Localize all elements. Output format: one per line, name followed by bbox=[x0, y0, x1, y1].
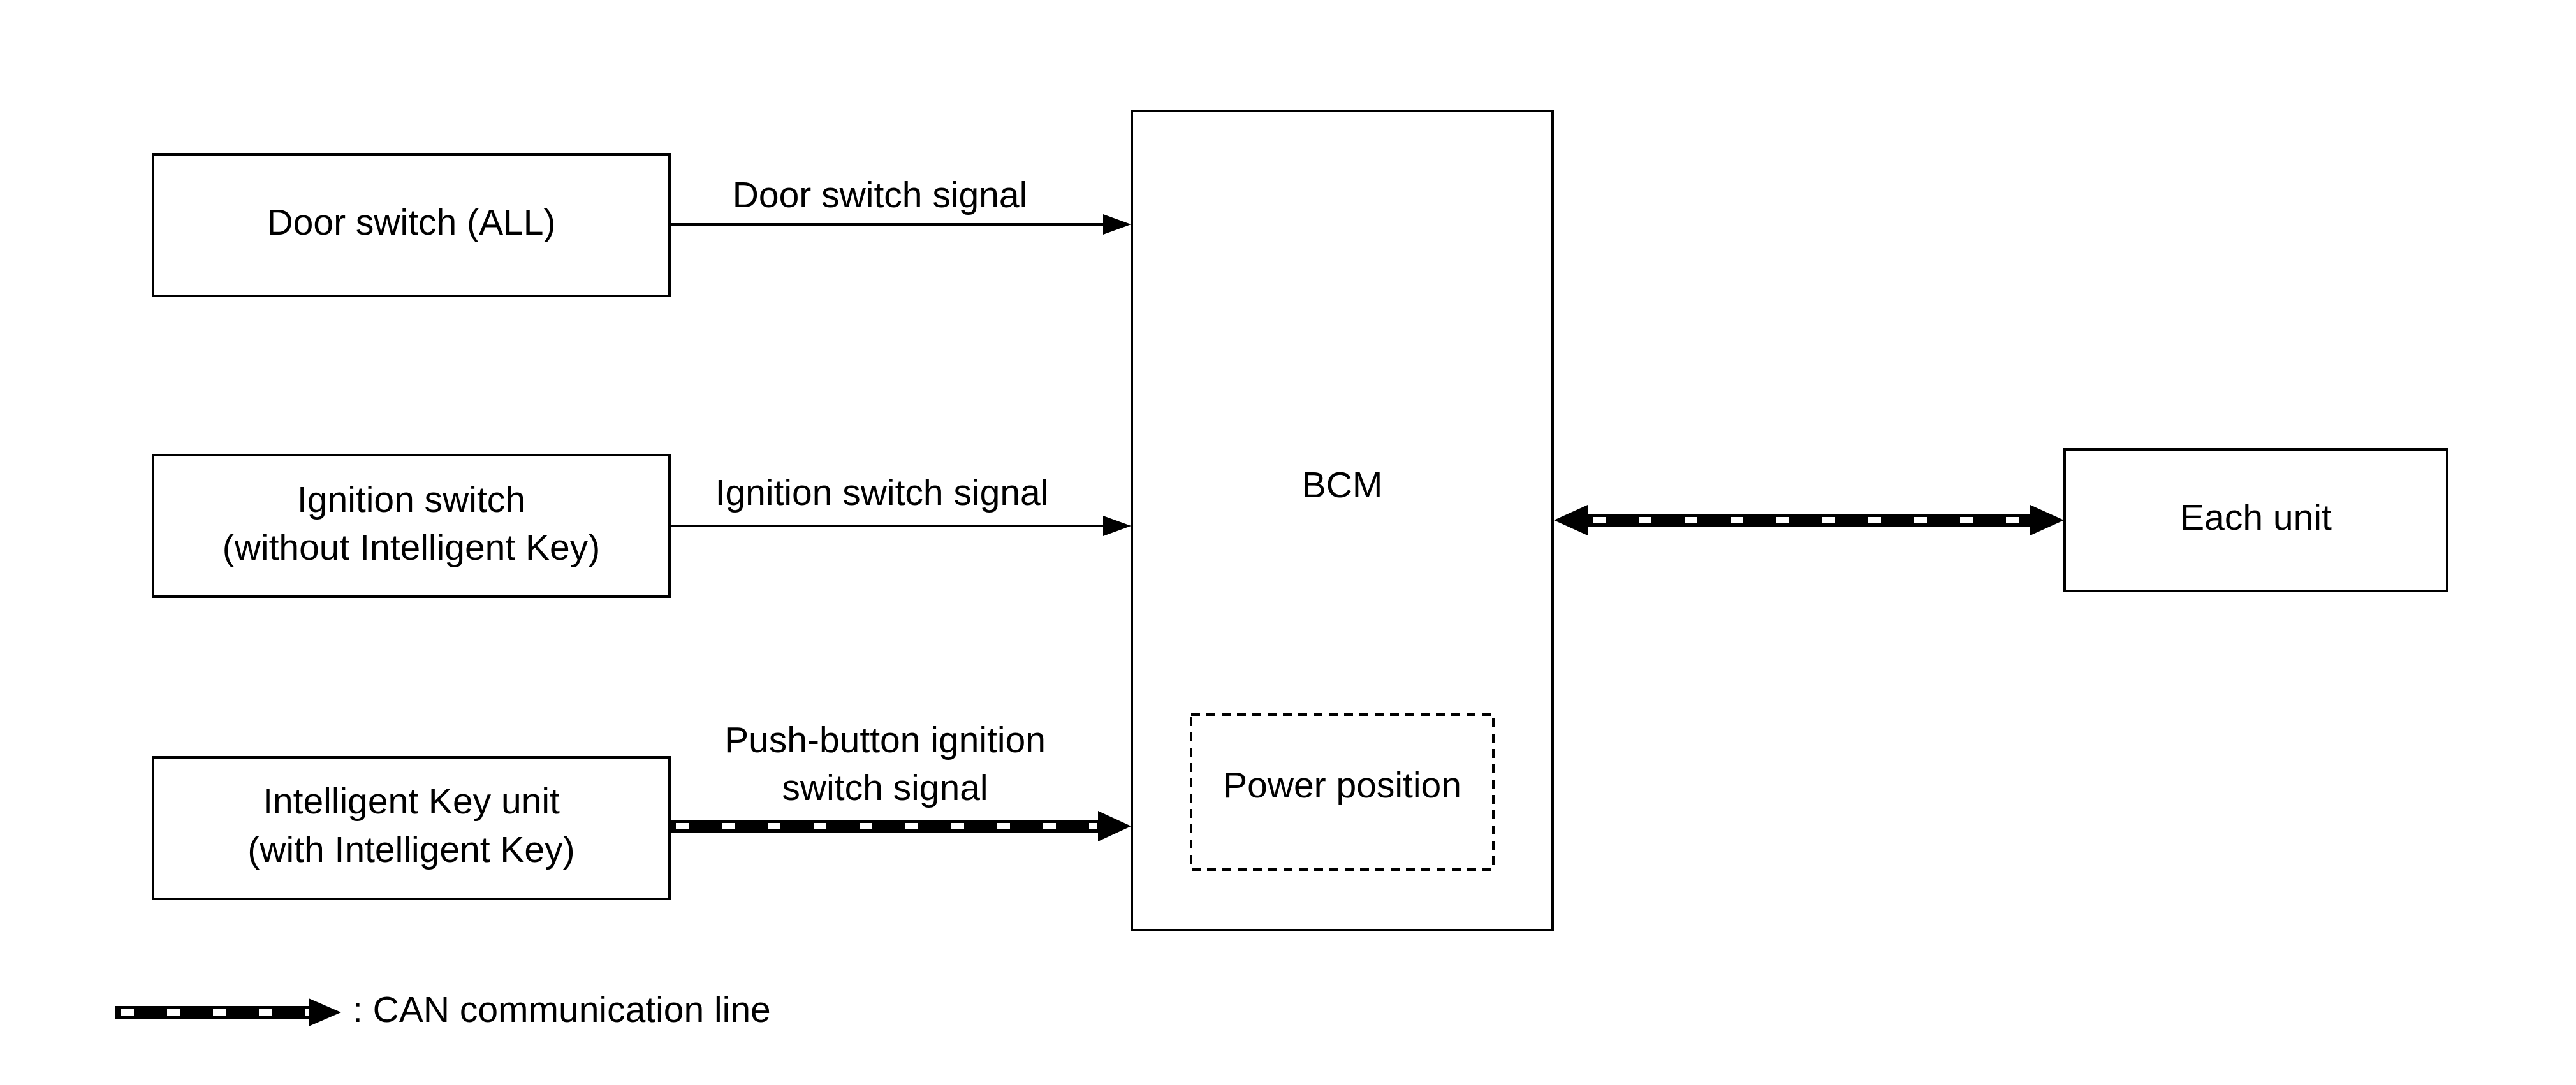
push-button-signal-label-line2: switch signal bbox=[782, 768, 988, 808]
ignition-switch-signal-arrowhead bbox=[1103, 516, 1131, 536]
push-button-signal-arrowhead bbox=[1098, 811, 1131, 841]
ignition-switch-label-line2: (without Intelligent Key) bbox=[223, 527, 600, 568]
legend-arrowhead bbox=[309, 998, 341, 1026]
door-switch-label: Door switch (ALL) bbox=[267, 202, 556, 243]
intelligent-key-unit-label-line2: (with Intelligent Key) bbox=[247, 829, 574, 870]
door-switch-signal-edge: Door switch signal bbox=[670, 175, 1131, 235]
bcm-label: BCM bbox=[1302, 465, 1383, 506]
push-button-signal-edge: Push-button ignition switch signal bbox=[670, 720, 1131, 841]
each-unit-box bbox=[2063, 448, 2448, 592]
ignition-switch-label-line1: Ignition switch bbox=[297, 479, 525, 520]
push-button-signal-label-line1: Push-button ignition bbox=[724, 720, 1046, 761]
intelligent-key-unit-node: Intelligent Key unit (with Intelligent K… bbox=[152, 756, 671, 900]
ignition-switch-box bbox=[152, 454, 671, 598]
legend-can-label: : CAN communication line bbox=[353, 989, 771, 1030]
door-switch-box bbox=[152, 153, 671, 297]
door-switch-node: Door switch (ALL) bbox=[152, 153, 671, 297]
intelligent-key-unit-label-line1: Intelligent Key unit bbox=[263, 781, 560, 822]
power-position-label: Power position bbox=[1223, 765, 1461, 806]
ignition-switch-signal-label: Ignition switch signal bbox=[715, 472, 1049, 513]
bcm-side-arrowhead bbox=[1554, 505, 1588, 535]
door-switch-signal-label: Door switch signal bbox=[733, 175, 1028, 215]
ignition-switch-node: Ignition switch (without Intelligent Key… bbox=[152, 454, 671, 598]
legend: : CAN communication line bbox=[115, 989, 771, 1030]
bcm-box bbox=[1131, 110, 1554, 931]
each-unit-node: Each unit bbox=[2063, 448, 2448, 592]
bcm-node: BCM Power position bbox=[1131, 110, 1554, 931]
each-unit-label: Each unit bbox=[2180, 497, 2332, 538]
intelligent-key-unit-box bbox=[152, 756, 671, 900]
ignition-switch-signal-edge: Ignition switch signal bbox=[670, 472, 1131, 536]
door-switch-signal-arrowhead bbox=[1103, 214, 1131, 235]
each-unit-side-arrowhead bbox=[2030, 505, 2064, 535]
bcm-each-unit-can-edge bbox=[1554, 505, 2064, 535]
